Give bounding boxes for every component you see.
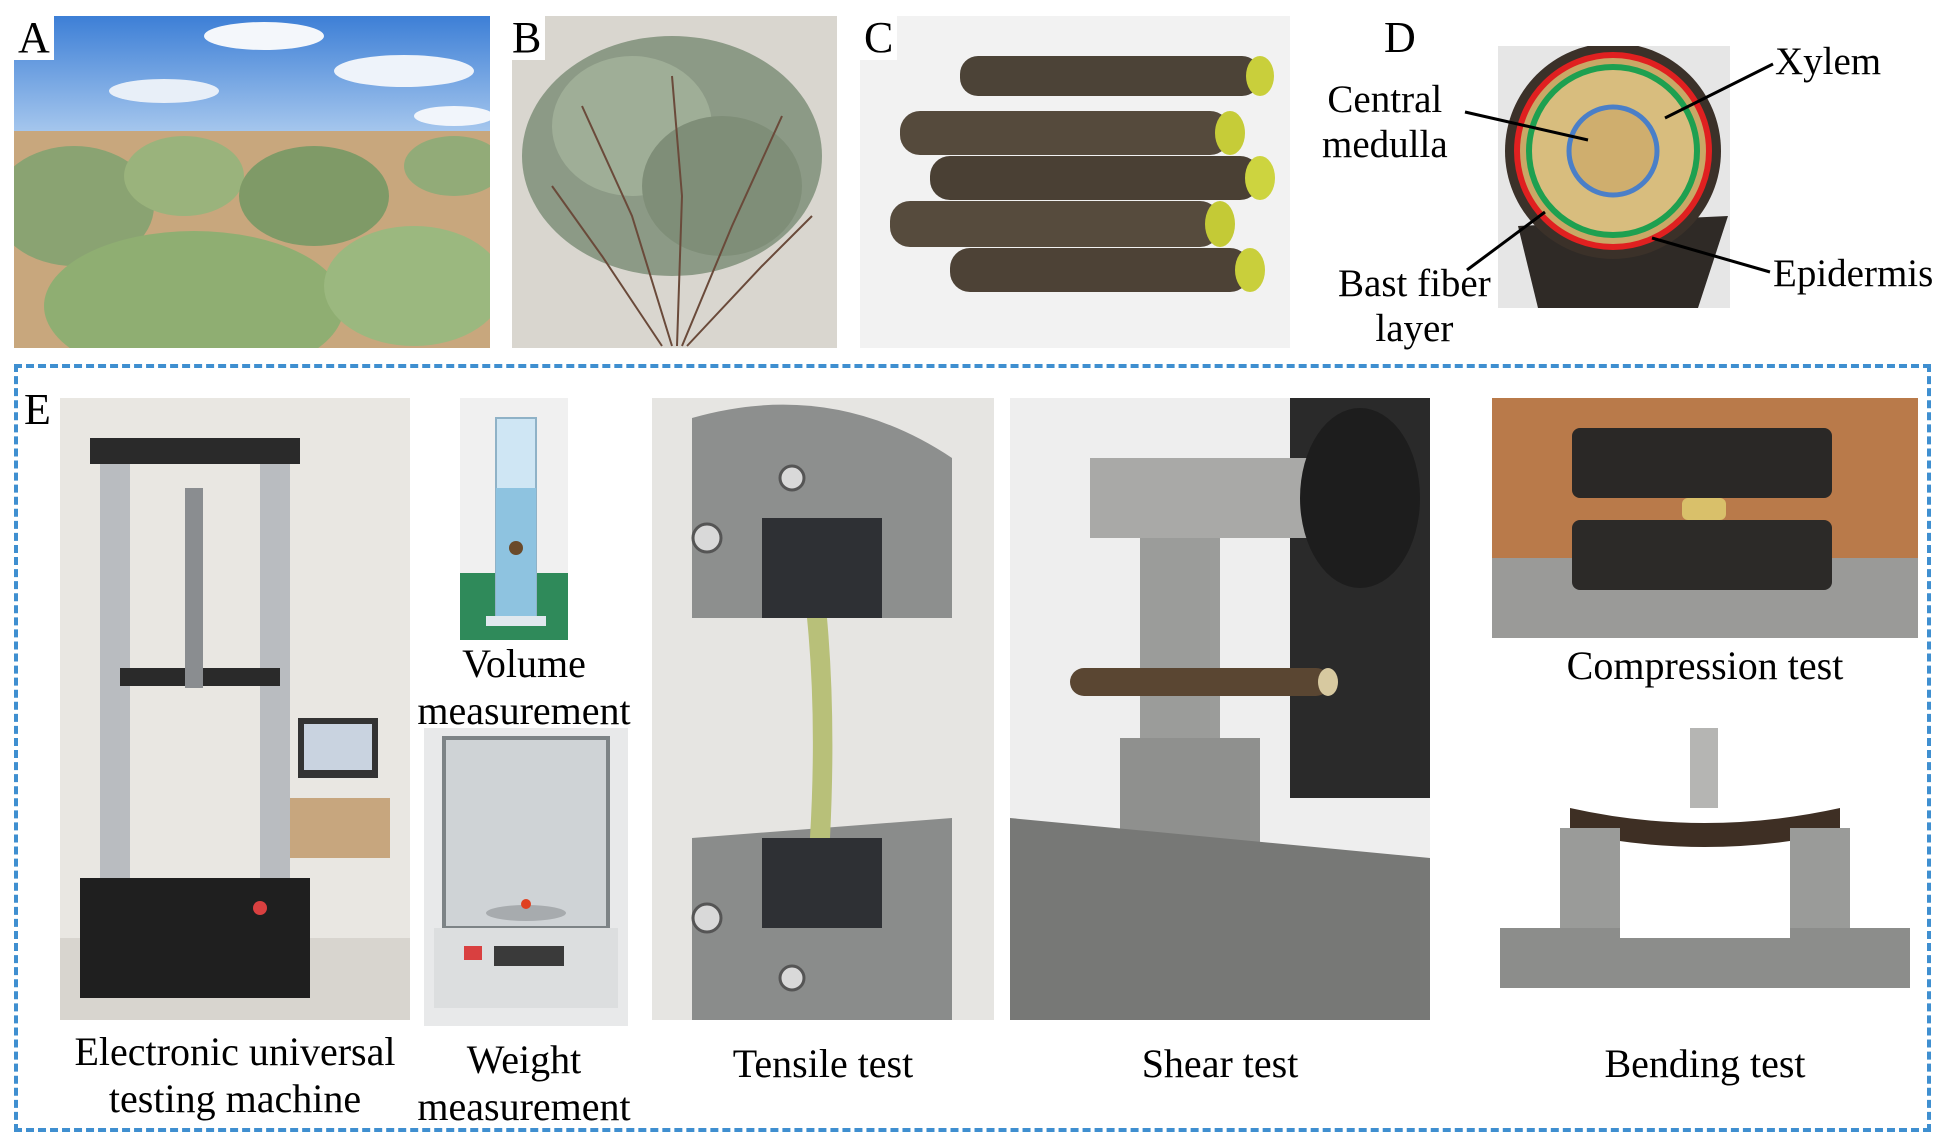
caption-compression-test: Compression test bbox=[1566, 643, 1844, 688]
panel-b-letter: B bbox=[508, 16, 546, 60]
tensile-test-photo bbox=[652, 398, 994, 1020]
compression-test-photo bbox=[1492, 398, 1918, 638]
panel-a-letter: A bbox=[14, 16, 54, 60]
testing-machine-photo bbox=[60, 398, 410, 1020]
shear-test-photo bbox=[1010, 398, 1430, 1020]
volume-measurement-photo bbox=[460, 398, 568, 640]
panel-d-letter: D bbox=[1380, 16, 1420, 60]
weight-measurement-photo bbox=[424, 728, 628, 1026]
caption-testing-machine: Electronic universal testing machine bbox=[74, 1029, 396, 1122]
panel-e-letter: E bbox=[24, 385, 51, 434]
label-bast-fiber-layer: Bast fiber layer bbox=[1338, 262, 1491, 350]
bending-test-photo bbox=[1500, 728, 1910, 990]
caption-volume-measurement: Volume measurement bbox=[417, 641, 631, 734]
caption-tensile-test: Tensile test bbox=[732, 1041, 914, 1086]
panel-d-cross-section-photo bbox=[1498, 46, 1730, 308]
label-xylem: Xylem bbox=[1775, 40, 1882, 83]
panel-c-stem-bundle-photo bbox=[860, 16, 1290, 348]
panel-e-dashed-frame bbox=[14, 364, 1931, 1132]
panel-c-letter: C bbox=[860, 16, 898, 60]
panel-b-shrub-photo bbox=[512, 16, 837, 348]
label-epidermis: Epidermis bbox=[1773, 252, 1934, 295]
caption-shear-test: Shear test bbox=[1141, 1041, 1299, 1086]
label-central-medulla: Central medulla bbox=[1322, 78, 1448, 166]
caption-weight-measurement: Weight measurement bbox=[417, 1037, 631, 1130]
caption-bending-test: Bending test bbox=[1604, 1041, 1806, 1086]
panel-a-field-photo bbox=[14, 16, 490, 348]
